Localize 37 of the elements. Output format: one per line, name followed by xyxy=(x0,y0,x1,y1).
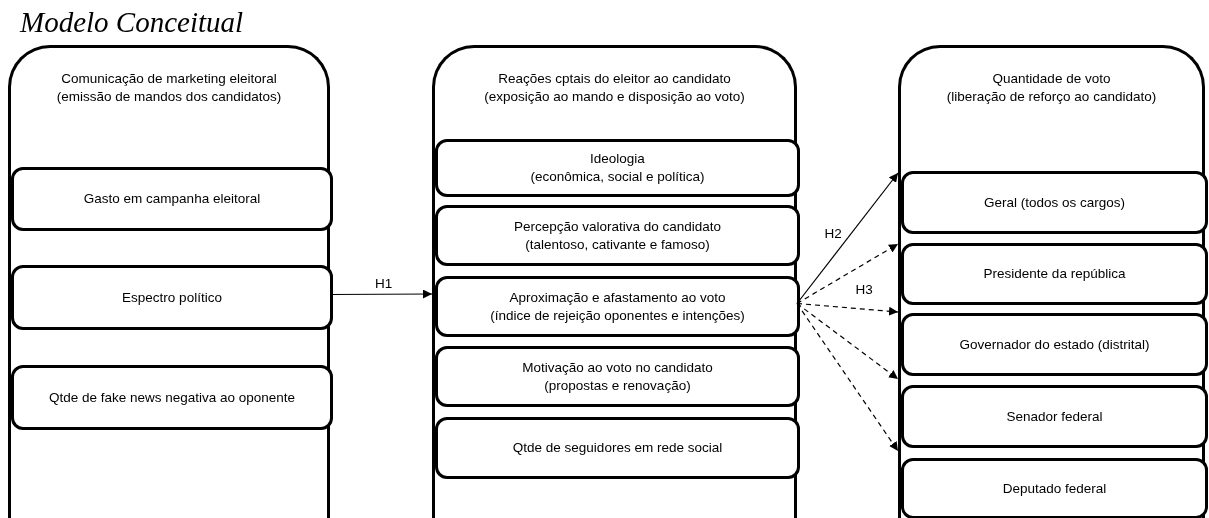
variable-box xyxy=(901,458,1208,518)
dashed-arrow xyxy=(796,302,899,380)
diagram-title: Modelo Conceitual xyxy=(20,6,244,39)
variable-label: Deputado federal xyxy=(1001,479,1108,498)
variable-box xyxy=(435,205,800,266)
variable-box xyxy=(901,243,1208,305)
variable-box xyxy=(901,385,1208,448)
variable-label: Gasto em campanha eleitoral xyxy=(82,190,262,208)
variable-box xyxy=(435,276,800,337)
panel-heading: Quantidade de voto (liberação de reforço ao candidato) xyxy=(945,70,1158,106)
variable-box xyxy=(435,417,800,479)
variable-label: Qtde de seguidores em rede social xyxy=(511,439,724,457)
variable-label: Governador do estado (distrital) xyxy=(958,335,1151,354)
group-panel xyxy=(8,45,330,518)
variable-box xyxy=(11,265,333,330)
variable-box xyxy=(11,167,333,231)
variable-label: Aproximação e afastamento ao voto (índice de rejeição oponentes e intenções) xyxy=(489,288,746,325)
variable-box xyxy=(901,313,1208,376)
variable-box xyxy=(435,139,800,197)
variable-label: Qtde de fake news negativa ao oponente xyxy=(47,388,297,407)
dashed-arrow xyxy=(796,302,899,452)
variable-label: Espectro político xyxy=(121,288,223,307)
variable-label: Geral (todos os cargos) xyxy=(982,193,1127,212)
variable-label: Senador federal xyxy=(1005,407,1104,426)
panel-heading: Comunicação de marketing eleitoral (emissão de mandos dos candidatos) xyxy=(55,70,283,106)
variable-label: Ideologia (econômica, social e política) xyxy=(529,150,706,186)
panel-heading: Reações cptais do eleitor ao candidato (exposição ao mando e disposição ao voto) xyxy=(483,70,746,106)
variable-label: Motivação ao voto no candidato (propostas e renovação) xyxy=(521,358,714,395)
arrow xyxy=(796,172,899,305)
variable-label: Presidente da república xyxy=(982,265,1127,283)
variable-box xyxy=(11,365,333,430)
dashed-arrow xyxy=(796,243,899,305)
variable-box xyxy=(901,171,1208,234)
group-panel xyxy=(432,45,797,518)
group-panel xyxy=(898,45,1205,518)
variable-box xyxy=(435,346,800,407)
variable-label: Percepção valorativa do candidato (talentoso, cativante e famoso) xyxy=(512,217,723,254)
